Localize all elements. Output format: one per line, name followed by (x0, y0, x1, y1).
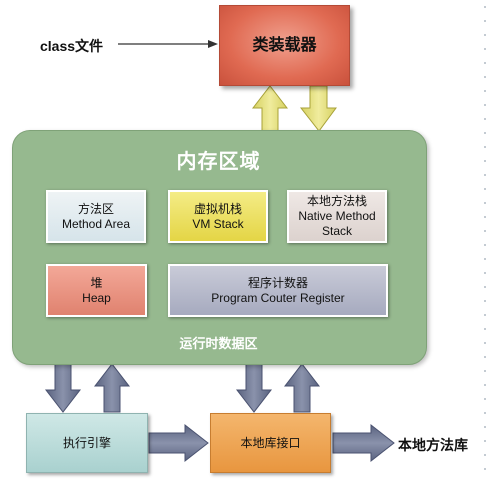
memory-to-loader-up-arrow (251, 85, 289, 132)
vm-stack-box: 虚拟机栈 VM Stack (168, 190, 268, 243)
heap-en: Heap (82, 290, 111, 305)
native-method-stack-cn: 本地方法栈 (306, 194, 367, 208)
vm-stack-en: VM Stack (192, 216, 244, 231)
heap-cn: 堆 (90, 275, 103, 290)
class-loader-label: 类装载器 (252, 36, 317, 54)
native-method-stack-en-line2: Stack (321, 224, 352, 238)
native-library-interface-label: 本地库接口 (240, 435, 301, 450)
native-method-library-label: 本地方法库 (398, 437, 468, 453)
memory-area-title: 内存区域 (176, 151, 261, 173)
heap-box: 堆 Heap (46, 264, 147, 317)
runtime-data-area-label: 运行时数据区 (179, 336, 258, 351)
method-area-cn: 方法区 (77, 201, 114, 216)
native-method-stack-box: 本地方法栈 Native Method Stack (287, 190, 387, 243)
execution-engine-box: 执行引擎 (26, 413, 148, 473)
native-to-library-right-arrow (332, 423, 395, 463)
method-area-box: 方法区 Method Area (46, 190, 146, 243)
class-to-loader-arrow (118, 40, 218, 48)
native-method-stack-en-line1: Native Method (298, 209, 376, 223)
memory-to-engine-down-arrow (44, 363, 82, 413)
program-counter-cn: 程序计数器 (247, 275, 308, 290)
native-library-interface-box: 本地库接口 (210, 413, 331, 473)
engine-to-memory-up-arrow (93, 363, 131, 413)
class-file-label: class文件 (40, 38, 104, 54)
engine-to-native-right-arrow (148, 423, 209, 463)
loader-to-memory-down-arrow (299, 85, 337, 132)
method-area-en: Method Area (61, 216, 131, 231)
dotted-border-decoration (482, 0, 488, 480)
memory-area-container (12, 130, 427, 365)
class-loader-box: 类装载器 (219, 5, 350, 86)
execution-engine-label: 执行引擎 (62, 435, 111, 450)
program-counter-box: 程序计数器 Program Couter Register (168, 264, 388, 317)
native-to-memory-up-arrow (283, 363, 321, 413)
memory-to-native-down-arrow (235, 363, 273, 413)
vm-stack-cn: 虚拟机栈 (193, 201, 242, 216)
program-counter-en: Program Couter Register (211, 290, 345, 305)
